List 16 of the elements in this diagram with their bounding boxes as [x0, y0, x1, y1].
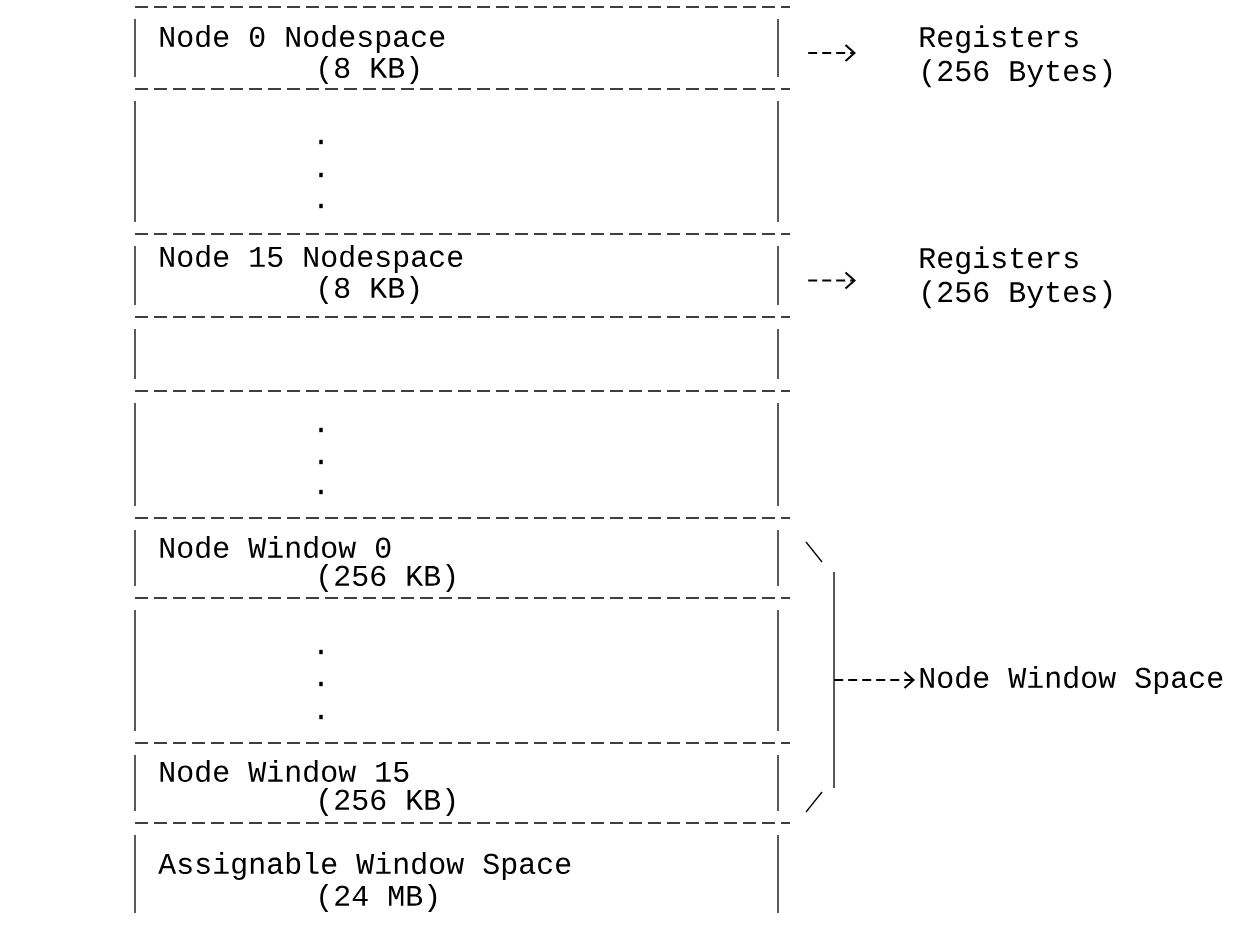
arrow [833, 671, 915, 689]
memory-region: Node 0 Nodespace (8 KB) [134, 6, 791, 84]
region-label: Registers (256 Bytes) [920, 246, 1112, 309]
memory-region: Node Window 15 (256 KB) [134, 742, 791, 816]
bracket [805, 541, 835, 813]
memory-region: Assignable Window Space (24 MB) [134, 822, 791, 914]
arrow [807, 271, 856, 290]
memory-region: . . . [134, 390, 791, 507]
memory-region: . . . [134, 88, 791, 223]
memory-region: Node 15 Nodespace (8 KB) [134, 233, 791, 306]
arrow [807, 44, 856, 62]
region-label: Registers (256 Bytes) [920, 25, 1112, 88]
memory-region [134, 316, 791, 380]
region-label: Node Window Space [920, 666, 1223, 694]
memory-region: . . . [134, 597, 791, 732]
memory-region: Node Window 0 (256 KB) [134, 517, 791, 592]
